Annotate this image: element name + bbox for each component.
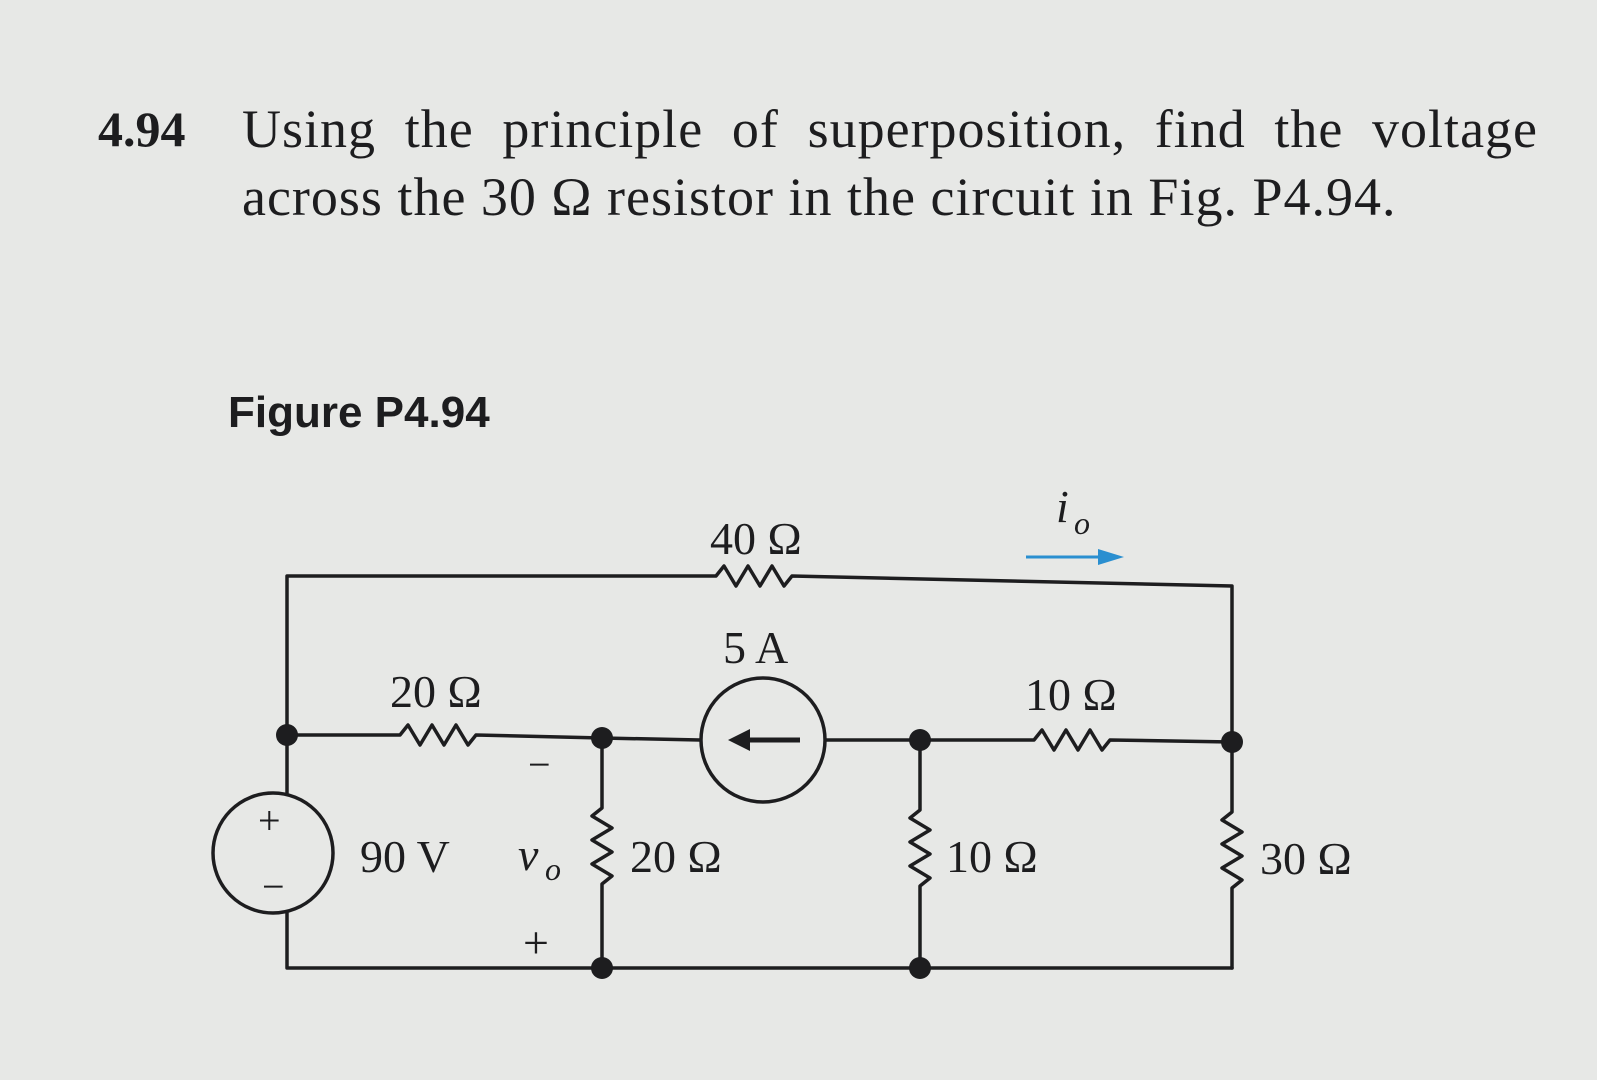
vo-subscript: o (545, 851, 561, 887)
io-subscript: o (1074, 505, 1090, 541)
top-wire (285, 564, 1234, 744)
nodes (276, 724, 1243, 979)
vo-plus: + (523, 917, 549, 968)
current-source-arrow (728, 729, 800, 751)
vo-minus: − (528, 742, 551, 787)
wire-left-20 (285, 723, 604, 747)
problem-statement: 4.94 Using the principle of superpositio… (98, 95, 1538, 231)
wire-right-10 (918, 728, 1234, 752)
label-r20-mid: 20 Ω (630, 831, 722, 882)
label-r40: 40 Ω (710, 513, 802, 564)
node-b-bottom (591, 957, 613, 979)
node-d (1221, 731, 1243, 753)
io-symbol: i (1056, 481, 1069, 532)
voltage-source (211, 791, 335, 915)
label-r10-vert: 10 Ω (946, 831, 1038, 882)
vertical-resistor-20 (590, 736, 614, 970)
node-b (591, 727, 613, 749)
source-minus: − (262, 864, 285, 909)
wire-current-source (600, 736, 922, 742)
label-current-source: 5 A (723, 622, 788, 673)
problem-text: Using the principle of superposition, fi… (242, 99, 1538, 227)
label-r10-top: 10 Ω (1025, 669, 1117, 720)
vo-symbol: v (518, 829, 539, 880)
node-c-bottom (909, 957, 931, 979)
current-source (699, 676, 827, 804)
vertical-resistor-10 (908, 738, 932, 970)
vertical-resistor-30 (1220, 740, 1244, 970)
label-voltage-source: 90 V (360, 831, 450, 882)
source-plus: + (258, 798, 281, 843)
io-arrow (1026, 549, 1124, 565)
label-r20-left: 20 Ω (390, 666, 482, 717)
node-left-top (276, 724, 298, 746)
label-r30: 30 Ω (1260, 833, 1352, 884)
problem-number: 4.94 (98, 101, 186, 157)
node-c (909, 729, 931, 751)
figure-title: Figure P4.94 (228, 388, 490, 437)
